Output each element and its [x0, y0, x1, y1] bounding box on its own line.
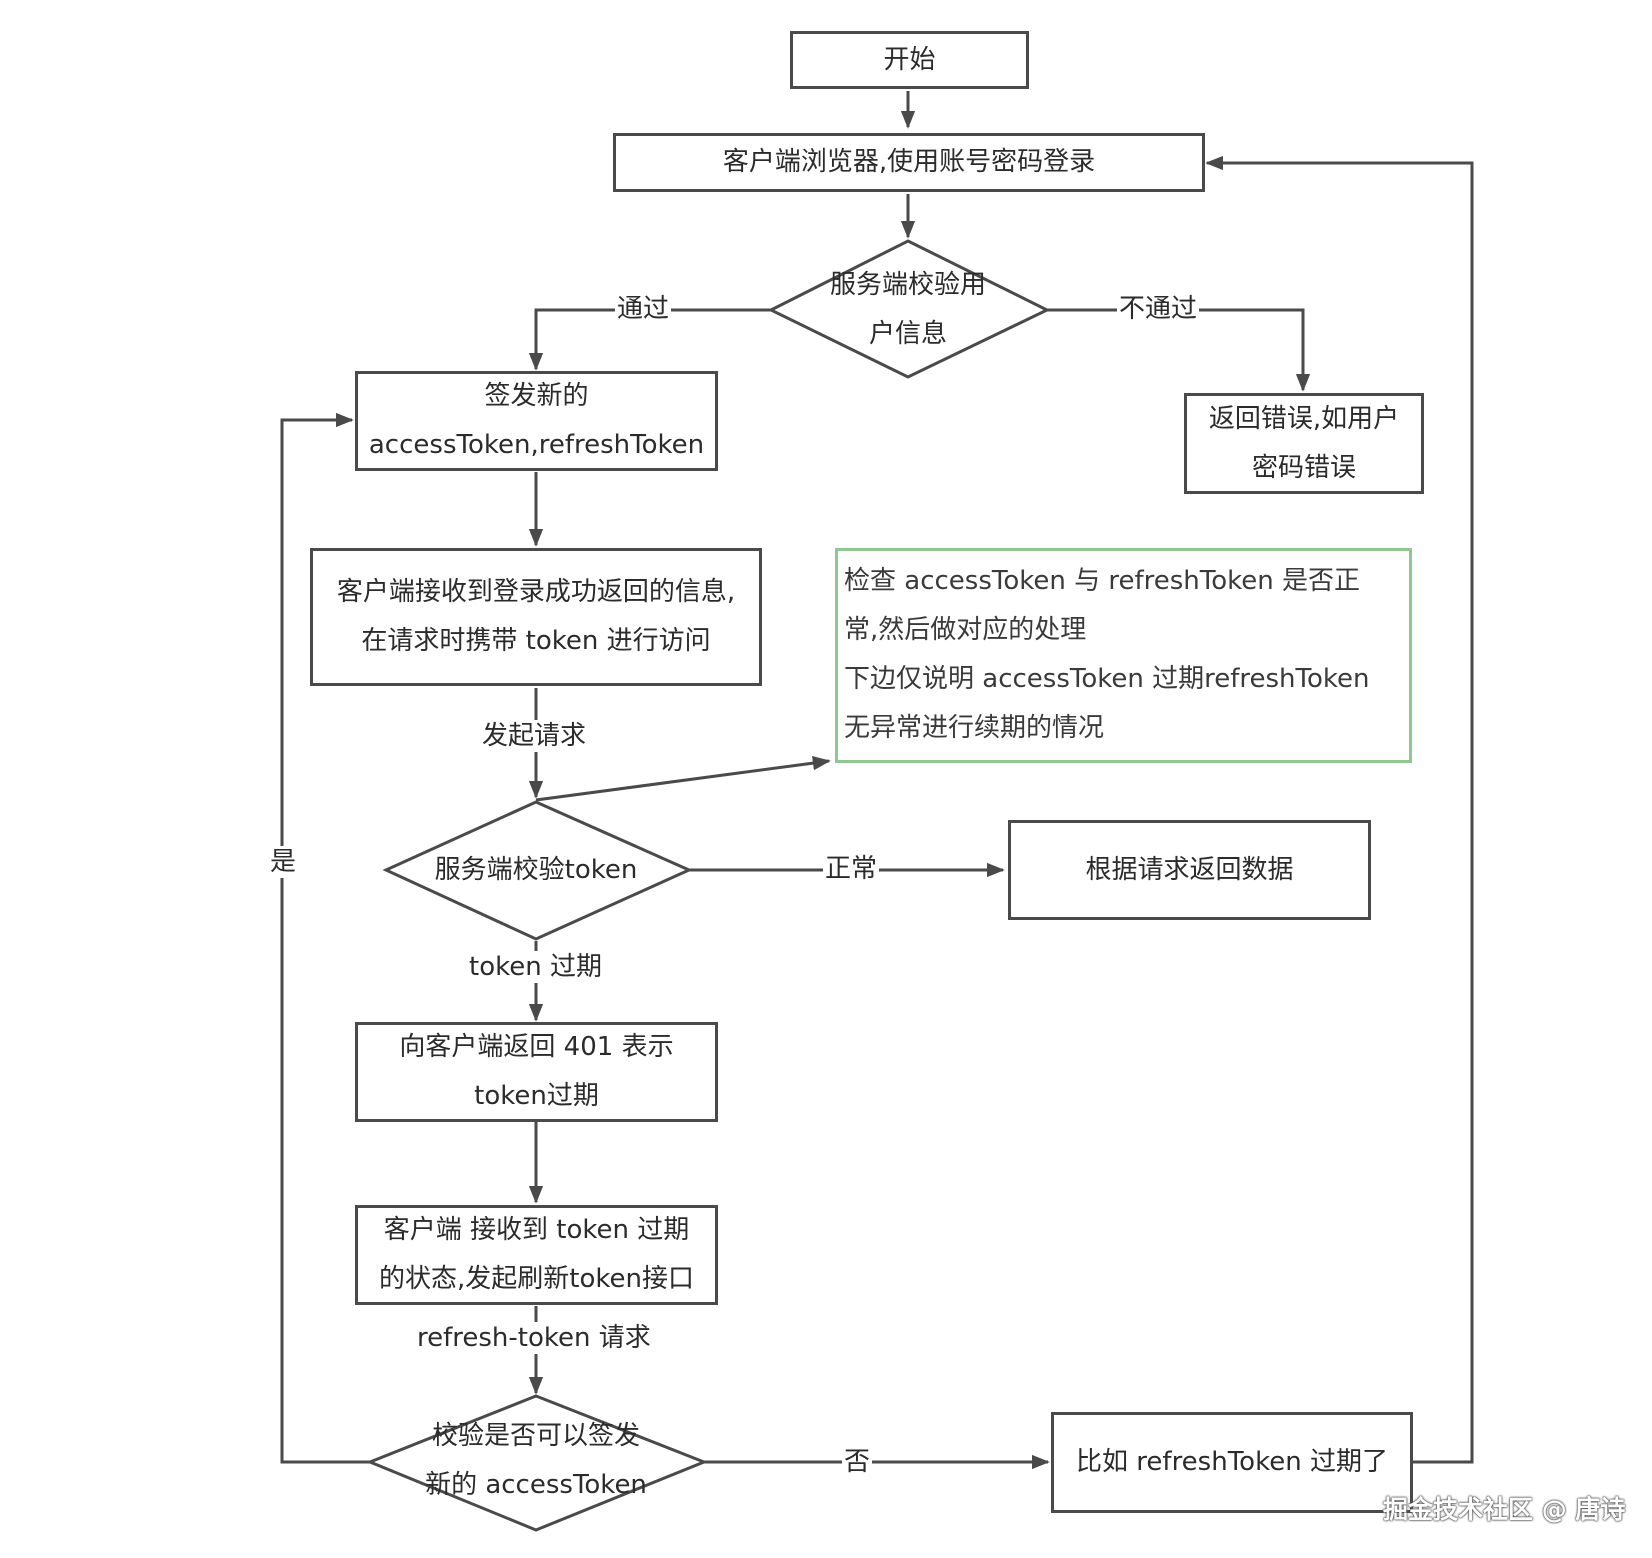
diamond-can-issue-text: 校验是否可以签发 新的 accessToken: [396, 1411, 676, 1511]
node-return-data-text: 根据请求返回数据: [1085, 854, 1294, 885]
node-start: 开始: [790, 31, 1029, 89]
node-client-refresh: 客户端 接收到 token 过期 的状态,发起刷新token接口: [355, 1205, 718, 1305]
node-issue-line-1: 签发新的: [484, 381, 589, 411]
label-send-request: 发起请求: [480, 720, 589, 752]
node-refresh-line-2: 的状态,发起刷新token接口: [379, 1264, 694, 1294]
node-error-line-2: 密码错误: [1251, 452, 1356, 483]
node-client-receive: 客户端接收到登录成功返回的信息, 在请求时携带 token 进行访问: [310, 548, 762, 686]
label-token-expired: token 过期: [467, 951, 604, 983]
node-issue-tokens: 签发新的 accessToken,refreshToken: [355, 371, 718, 471]
label-refresh-request: refresh-token 请求: [415, 1322, 653, 1354]
node-login: 客户端浏览器,使用账号密码登录: [613, 133, 1205, 192]
verify-user-line-1: 服务端校验用: [829, 270, 986, 300]
can-issue-line-2: 新的 accessToken: [425, 1470, 647, 1500]
node-error-line-1: 返回错误,如用户: [1208, 403, 1400, 434]
edge-to-note: [535, 756, 831, 802]
label-no: 否: [842, 1446, 873, 1478]
label-pass: 通过: [615, 293, 672, 325]
diamond-verify-token: [382, 800, 693, 941]
node-client-line-1: 客户端接收到登录成功返回的信息,: [336, 577, 736, 607]
note-box: 检查 accessToken 与 refreshToken 是否正 常,然后做对…: [835, 548, 1412, 763]
node-start-text: 开始: [883, 44, 936, 75]
can-issue-line-1: 校验是否可以签发: [431, 1421, 640, 1451]
edge-back-to-login: [1205, 155, 1474, 1464]
verify-user-line-2: 户信息: [868, 319, 947, 349]
node-401-line-1: 向客户端返回 401 表示: [399, 1032, 674, 1062]
node-refresh-expired-text: 比如 refreshToken 过期了: [1076, 1447, 1388, 1477]
note-line-1: 检查 accessToken 与 refreshToken 是否正: [844, 566, 1361, 596]
label-fail: 不通过: [1117, 293, 1200, 325]
node-login-error: 返回错误,如用户 密码错误: [1184, 393, 1424, 494]
label-normal: 正常: [823, 853, 880, 885]
edge-verify-user-pass: [528, 308, 771, 371]
node-login-text: 客户端浏览器,使用账号密码登录: [722, 147, 1096, 177]
node-401-line-2: token过期: [474, 1081, 599, 1111]
label-yes: 是: [268, 846, 299, 878]
node-return-401: 向客户端返回 401 表示 token过期: [355, 1022, 718, 1122]
verify-token-line: 服务端校验token: [434, 854, 638, 885]
node-return-data: 根据请求返回数据: [1008, 820, 1371, 920]
diamond-can-issue: [365, 1394, 709, 1532]
node-issue-line-2: accessToken,refreshToken: [368, 430, 705, 460]
watermark: 掘金技术社区 @ 唐诗: [1383, 1495, 1626, 1524]
diamond-verify-token-text: 服务端校验token: [406, 845, 666, 895]
node-refresh-expired: 比如 refreshToken 过期了: [1051, 1412, 1413, 1513]
diamond-verify-user: [767, 239, 1051, 379]
edge-yes: [280, 412, 370, 1464]
diamond-verify-user-text: 服务端校验用 户信息: [800, 260, 1016, 360]
note-line-3: 下边仅说明 accessToken 过期refreshToken: [844, 664, 1370, 694]
node-client-line-2: 在请求时携带 token 进行访问: [361, 626, 711, 656]
node-refresh-line-1: 客户端 接收到 token 过期: [383, 1215, 690, 1245]
note-line-4: 无异常进行续期的情况: [844, 713, 1105, 743]
note-line-2: 常,然后做对应的处理: [844, 615, 1087, 645]
